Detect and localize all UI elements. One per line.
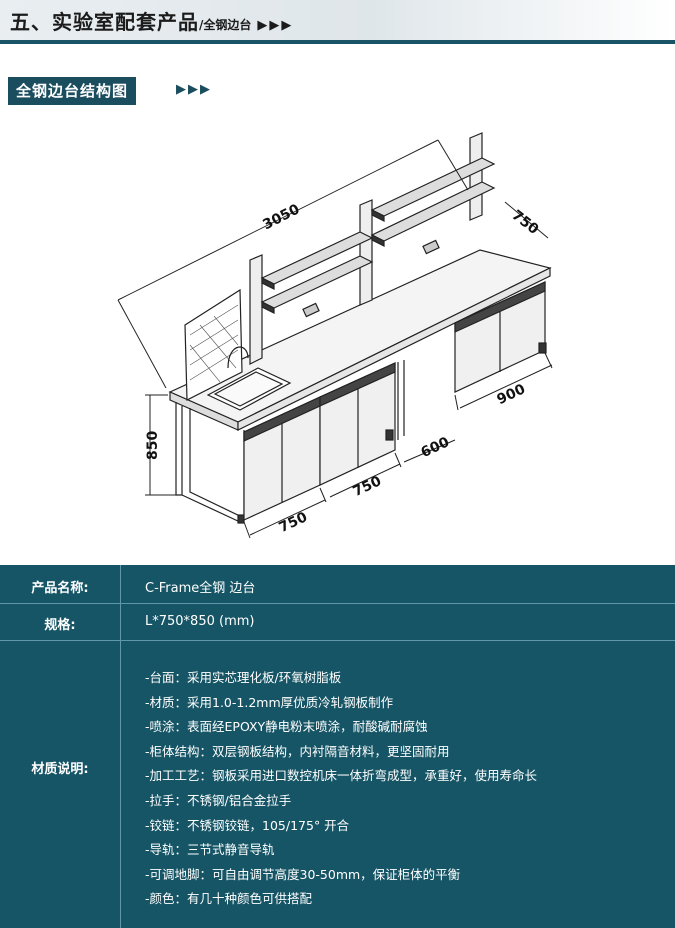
list-item: -材质：采用1.0-1.2mm厚优质冷轧钢板制作 — [145, 694, 394, 710]
dim-cab1-label: 750 — [277, 509, 310, 536]
header-subtitle: /全钢边台 — [199, 18, 252, 32]
section-arrows: ▶▶▶ — [176, 82, 212, 97]
list-item: -拉手：不锈钢/铝合金拉手 — [145, 792, 292, 808]
shelf-upright-left — [249, 254, 263, 365]
dim-line-cab3 — [459, 364, 553, 409]
spec-label-size: 规格: — [44, 618, 76, 633]
list-item: -加工工艺：钢板采用进口数控机床一体折弯成型，承重好，使用寿命长 — [145, 768, 538, 784]
list-item: -导轨：三节式静音导轨 — [145, 842, 275, 858]
list-item: -喷涂：表面经EPOXY静电粉末喷涂，耐酸碱耐腐蚀 — [145, 719, 428, 735]
dim-cab2-label: 750 — [351, 473, 384, 500]
table-divider-vertical — [120, 565, 121, 928]
material-list: -台面：采用实芯理化板/环氧树脂板 -材质：采用1.0-1.2mm厚优质冷轧钢板… — [145, 667, 537, 913]
shelf-upright-right — [469, 132, 483, 221]
header-title: 五、实验室配套产品/全钢边台 ▶▶▶ — [10, 6, 293, 35]
list-item: -柜体结构：双层钢板结构，内衬隔音材料，更坚固耐用 — [145, 743, 450, 759]
list-item: -颜色：有几十种颜色可供搭配 — [145, 891, 313, 907]
dim-line-cab2 — [329, 463, 401, 498]
section-label: 全钢边台结构图 — [8, 77, 137, 105]
spec-label-material: 材质说明: — [31, 762, 89, 777]
left-frame — [175, 402, 183, 496]
dim-gap-label: 600 — [419, 434, 452, 461]
dim-depth-label: 750 — [509, 207, 542, 238]
spec-value-name: C-Frame全钢 边台 — [145, 581, 256, 596]
dim-height-label: 850 — [145, 431, 161, 460]
worktop-side-edge — [237, 267, 551, 431]
dim-line-cab1 — [249, 499, 326, 536]
dim-length-label: 3050 — [260, 201, 302, 233]
list-item: -铰链：不锈钢铰链，105/175° 开合 — [145, 817, 350, 833]
dim-line-length — [117, 139, 439, 301]
shelf-upright-mid — [359, 199, 373, 306]
spec-value-size: L*750*850 (mm) — [145, 614, 255, 629]
pegboard — [184, 288, 243, 401]
dim-line-gap — [403, 439, 456, 463]
table-divider — [0, 603, 675, 604]
header-arrows: ▶▶▶ — [257, 18, 294, 33]
page-header: 五、实验室配套产品/全钢边台 ▶▶▶ — [0, 0, 675, 44]
spec-label-name: 产品名称: — [31, 581, 89, 596]
socket-right — [422, 239, 440, 255]
list-item: -台面：采用实芯理化板/环氧树脂板 — [145, 670, 342, 685]
table-divider — [0, 640, 675, 641]
faucet — [227, 346, 249, 369]
header-title-main: 五、实验室配套产品 — [10, 10, 199, 34]
dim-line-depth — [504, 201, 549, 239]
spec-table: 产品名称: C-Frame全钢 边台 规格: L*750*850 (mm) 材质… — [0, 565, 675, 928]
socket-left — [302, 302, 320, 318]
list-item: -可调地脚：可自由调节高度30-50mm，保证柜体的平衡 — [145, 866, 461, 882]
bench-structure-diagram: 3050 750 850 750 750 600 900 — [117, 132, 553, 539]
dim-cab3-label: 900 — [495, 381, 528, 408]
